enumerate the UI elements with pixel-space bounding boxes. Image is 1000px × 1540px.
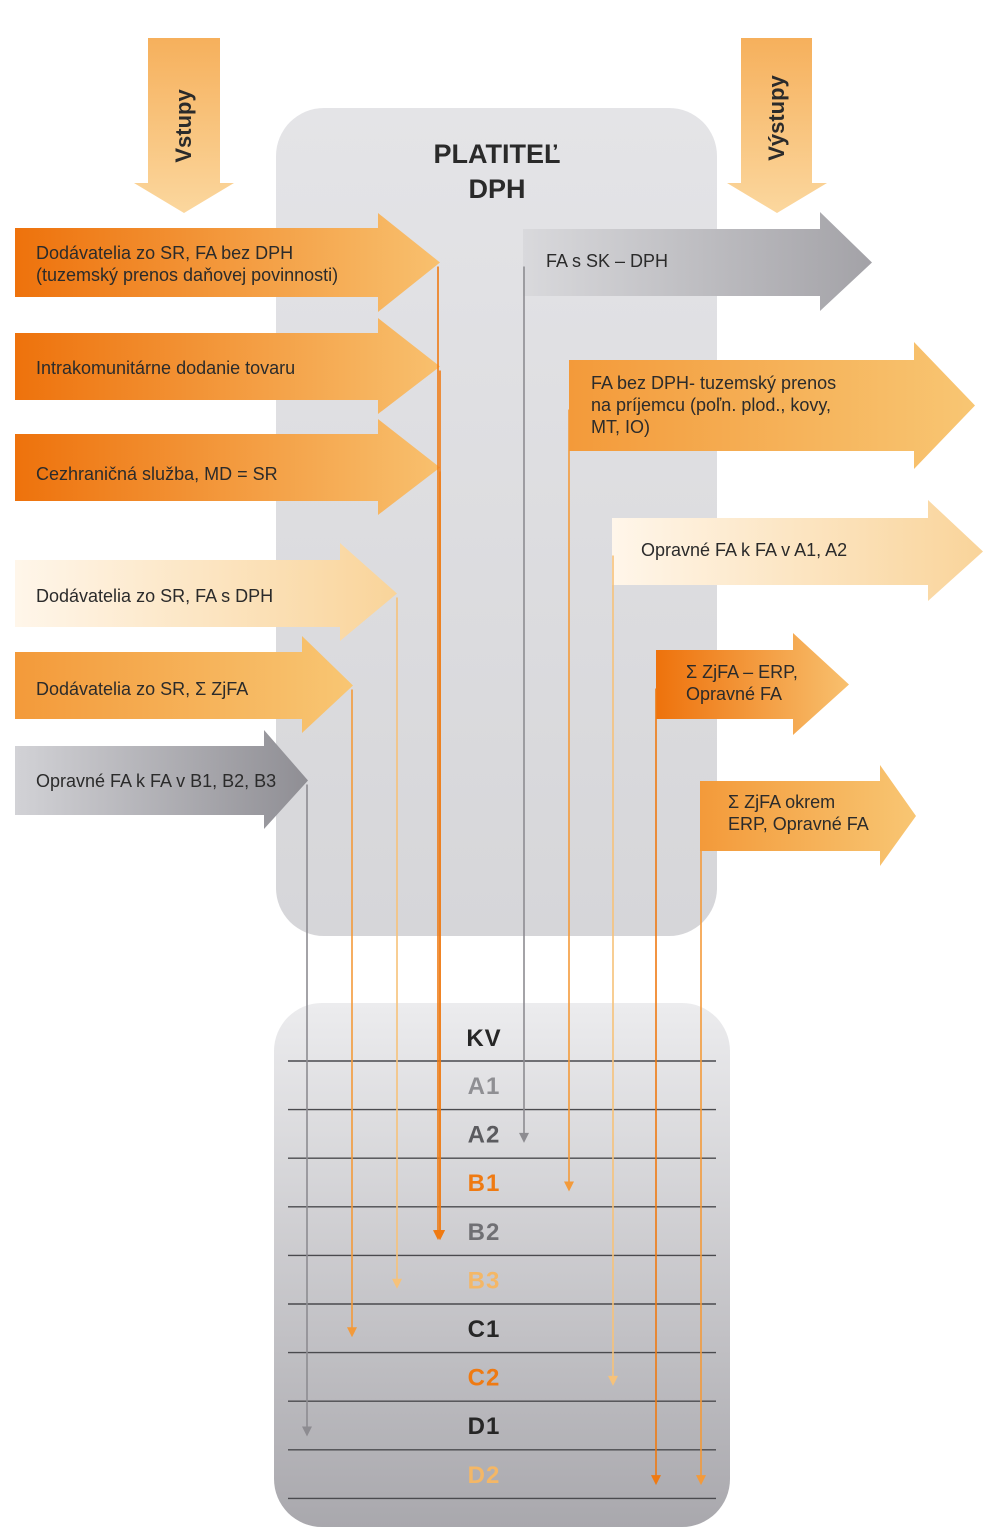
outputs-down-arrow: Výstupy: [727, 38, 827, 213]
output-arrow-5: [700, 765, 916, 866]
kv-panel: [274, 1003, 730, 1527]
input-arrow-5: [15, 636, 353, 733]
kv-row-d2: D2: [468, 1462, 501, 1489]
kv-title: KV: [466, 1025, 501, 1052]
kv-row-a2: A2: [468, 1122, 501, 1149]
inputs-down-arrow: Vstupy: [134, 38, 234, 213]
output-arrow-1-label: FA s SK – DPH: [546, 251, 668, 271]
flow-arrows: Dodávatelia zo SR, FA bez DPH(tuzemský p…: [15, 212, 983, 866]
output-arrow-5-label: Σ ZjFA okrem: [728, 792, 835, 812]
kv-row-b3: B3: [468, 1267, 501, 1294]
input-arrow-4-label: Dodávatelia zo SR, FA s DPH: [36, 586, 273, 606]
output-arrow-5-label: ERP, Opravné FA: [728, 814, 869, 834]
output-arrow-4-label: Σ ZjFA – ERP,: [686, 662, 798, 682]
connectors: [302, 266, 706, 1486]
kv-row-c2: C2: [468, 1365, 501, 1392]
input-arrow-1-label: (tuzemský prenos daňovej povinnosti): [36, 265, 338, 285]
payer-title-line2: DPH: [468, 174, 525, 204]
connector-arrowhead: [651, 1475, 661, 1486]
input-arrow-2-label: Intrakomunitárne dodanie tovaru: [36, 358, 295, 378]
output-arrow-4: [656, 633, 849, 735]
output-arrow-2: [569, 342, 975, 469]
input-arrow-1-label: Dodávatelia zo SR, FA bez DPH: [36, 243, 293, 263]
connector-arrowhead: [435, 1230, 445, 1241]
outputs-label: Výstupy: [764, 74, 789, 160]
output-arrow-1: [523, 212, 872, 311]
output-arrow-4-label: Opravné FA: [686, 684, 782, 704]
connector-arrowhead: [347, 1327, 357, 1338]
output-arrow-3: [612, 500, 983, 601]
inputs-label: Vstupy: [171, 89, 196, 163]
kv-row-c1: C1: [468, 1316, 501, 1343]
input-arrow-4: [15, 543, 397, 641]
connector-arrowhead: [302, 1426, 312, 1437]
connector-arrowhead: [519, 1132, 529, 1143]
connector-arrowhead: [696, 1475, 706, 1486]
input-arrow-1: [15, 213, 440, 312]
connector-arrowhead: [392, 1278, 402, 1289]
output-arrow-3-label: Opravné FA k FA v A1, A2: [641, 540, 847, 560]
kv-row-d1: D1: [468, 1413, 501, 1440]
input-arrow-3-label: Cezhraničná služba, MD = SR: [36, 464, 278, 484]
kv-row-b2: B2: [468, 1219, 501, 1246]
payer-panel: [276, 108, 717, 936]
input-arrow-5-label: Dodávatelia zo SR, Σ ZjFA: [36, 679, 248, 699]
connector-arrowhead: [608, 1375, 618, 1386]
output-arrow-2-label: MT, IO): [591, 417, 650, 437]
kv-row-a1: A1: [468, 1073, 501, 1100]
input-arrow-3: [15, 419, 440, 515]
input-arrow-6: [15, 730, 308, 829]
kv-row-b1: B1: [468, 1170, 501, 1197]
output-arrow-2-label: na príjemcu (poľn. plod., kovy,: [591, 395, 831, 415]
connector-arrowhead: [564, 1181, 574, 1192]
payer-title-line1: PLATITEĽ: [434, 139, 561, 169]
input-arrow-2: [15, 318, 440, 414]
input-arrow-6-label: Opravné FA k FA v B1, B2, B3: [36, 771, 276, 791]
output-arrow-2-label: FA bez DPH- tuzemský prenos: [591, 373, 836, 393]
